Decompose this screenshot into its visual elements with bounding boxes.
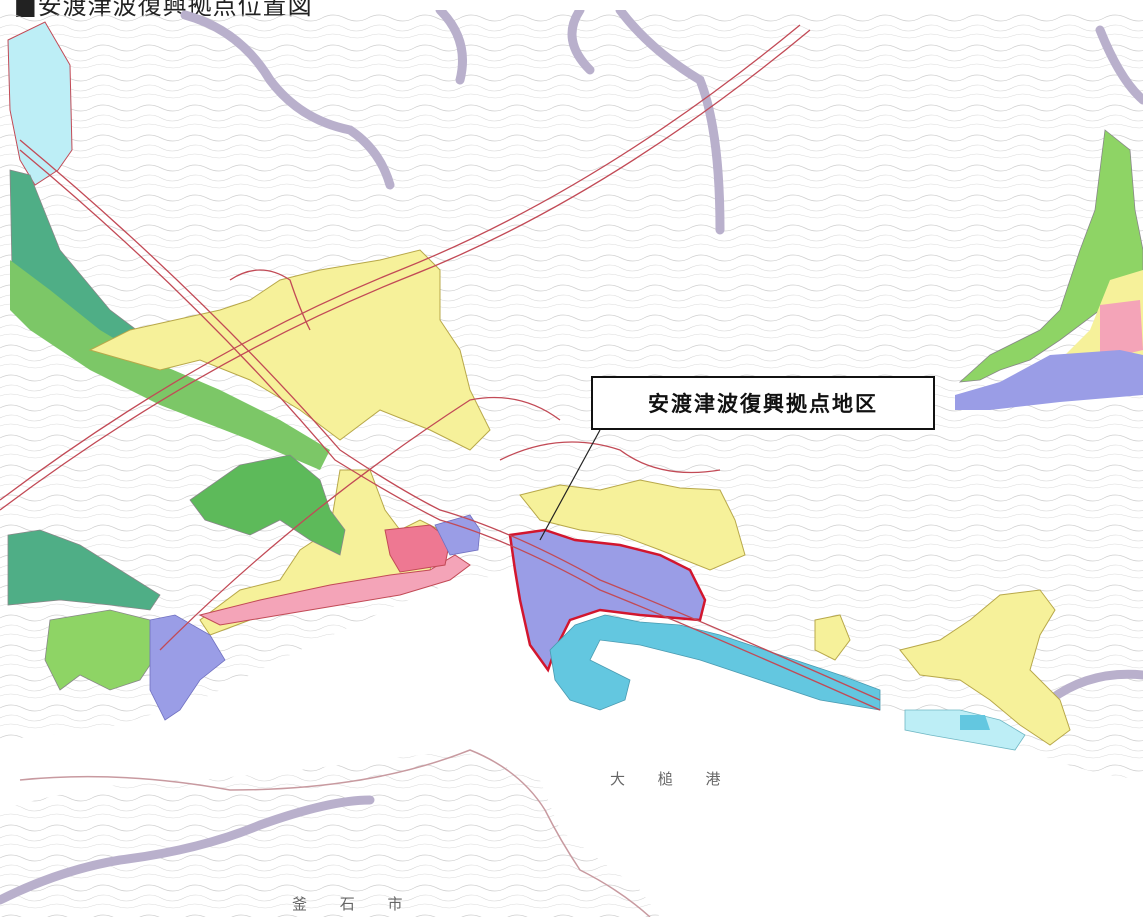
zone-yellow-east (519, 479, 746, 571)
zone-light-green-sw (44, 609, 161, 691)
city-label: 釜 石 市 (292, 895, 417, 913)
terrain-south (0, 750, 660, 917)
zone-cyan-port (549, 614, 881, 711)
zone-teal-west (7, 529, 161, 611)
bay-label: 大 槌 港 (610, 770, 735, 788)
recovery-district-area (508, 528, 707, 673)
callout-leader (539, 429, 601, 541)
zone-light-cyan-nw (7, 21, 73, 186)
roads (0, 24, 881, 711)
zone-green-ne (958, 129, 1143, 383)
lavender-rivers (0, 10, 1143, 905)
zone-hotpink-block (384, 524, 451, 573)
zone-blue-river (434, 514, 481, 556)
zone-blue-ne (955, 350, 1143, 410)
zone-pink-ne (1100, 300, 1143, 360)
zone-green-park (189, 454, 346, 556)
coastline (19, 749, 651, 917)
zone-yellow-far-east (899, 589, 1071, 746)
zone-cyan-east (960, 715, 990, 730)
district-callout: 安渡津波復興拠点地区 (591, 376, 935, 430)
zone-green-strip (10, 260, 330, 470)
land-use-map (0, 10, 1143, 917)
zone-yellow-north (88, 249, 491, 451)
zone-pink-band (198, 554, 471, 626)
zone-yellow-small (814, 614, 851, 661)
